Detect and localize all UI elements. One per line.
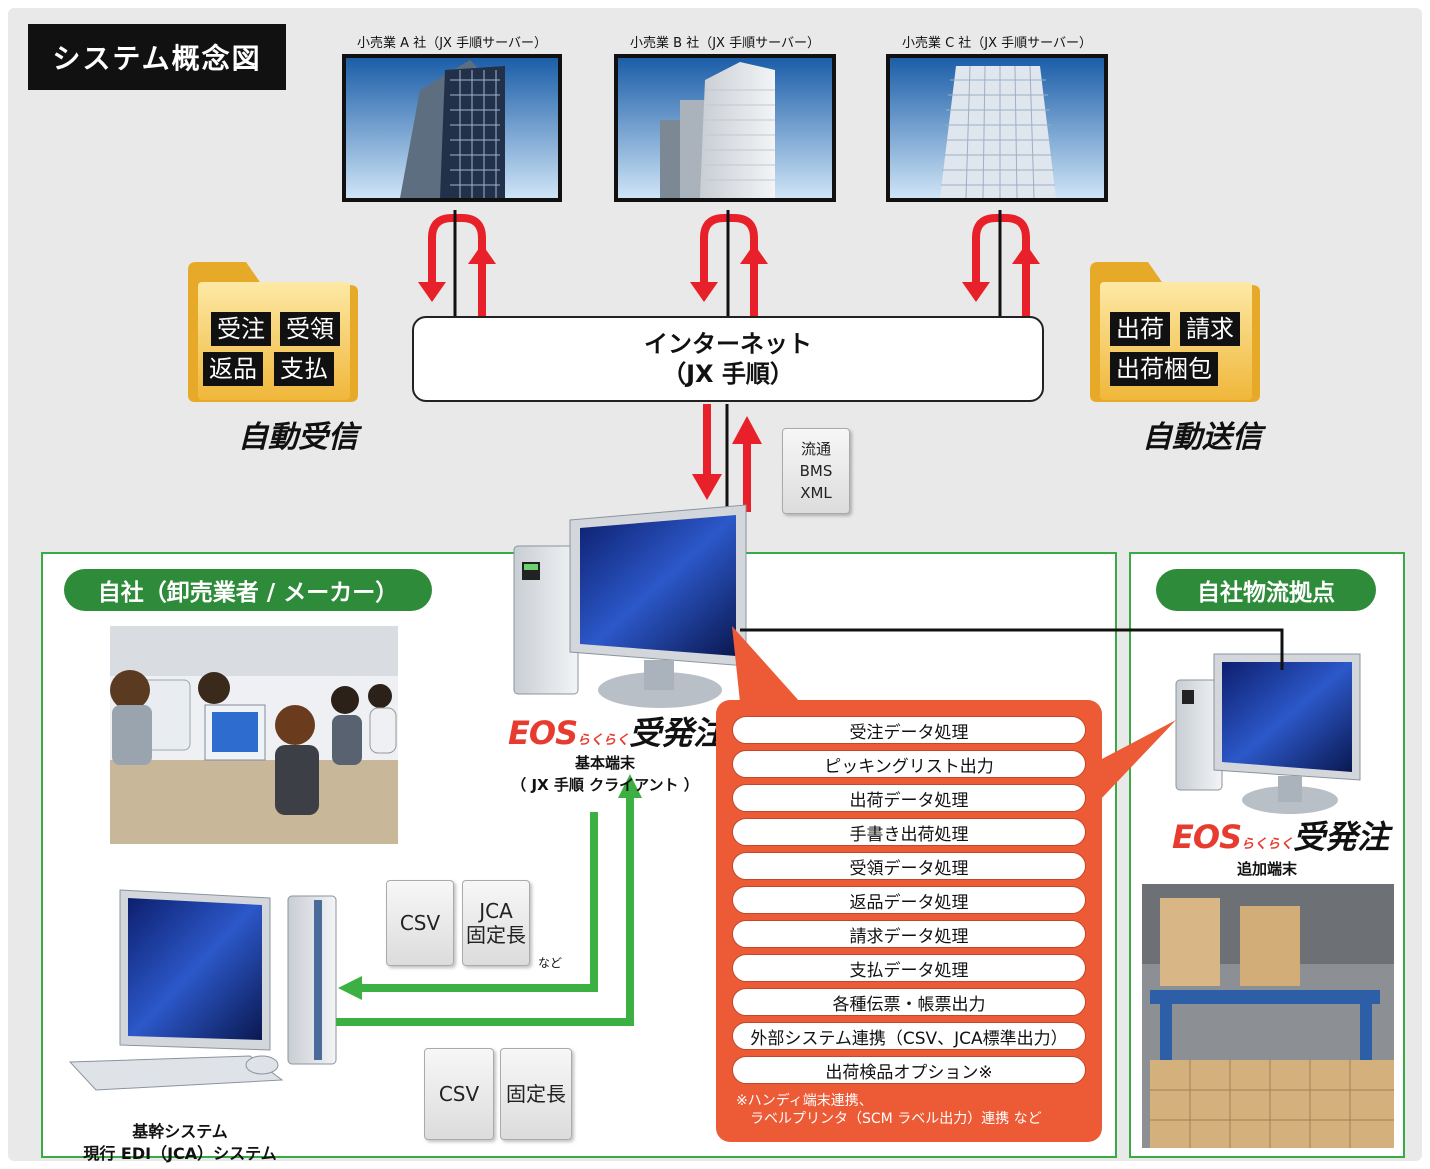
eos-logo-additional: EOSらくらく受発注 — [1172, 812, 1389, 858]
jca-fixed-document: JCA 固定長 — [462, 880, 530, 966]
fixed-length-document: 固定長 — [500, 1048, 572, 1140]
etc-label: など — [538, 956, 563, 970]
send-tag: 出荷梱包 — [1110, 352, 1218, 386]
network-link — [740, 628, 1284, 670]
company-pill: 自社（卸売業者 / メーカー） — [64, 569, 432, 611]
callout-tail-additional — [1100, 720, 1176, 800]
process-item: 返品データ処理 — [732, 886, 1086, 914]
process-item: 各種伝票・帳票出力 — [732, 988, 1086, 1016]
additional-terminal-pc — [1175, 653, 1361, 814]
server-a-label: 小売業 A 社（JX 手順サーバー） — [357, 36, 547, 51]
additional-terminal-label: 追加端末 — [1236, 860, 1297, 878]
bms-xml-document: 流通 BMS XML — [782, 428, 850, 514]
eos-logo-rakuraku: らくらく — [1241, 837, 1294, 852]
office-photo — [110, 626, 398, 844]
red-arrows-internet-terminal — [692, 404, 762, 512]
server-a-image — [342, 54, 562, 202]
green-arrows — [336, 774, 642, 1026]
eos-logo-text: EOS — [1172, 818, 1242, 856]
eos-logo-main: EOSらくらく受発注 — [508, 708, 725, 754]
red-arrowhead — [740, 244, 768, 264]
process-item: 手書き出荷処理 — [732, 818, 1086, 846]
callout-tail-main — [732, 626, 800, 702]
receive-tag: 支払 — [274, 352, 334, 386]
auto-send-label: 自動送信 — [1142, 420, 1262, 455]
receive-tag: 返品 — [203, 352, 263, 386]
bms-doc-line2: XML — [800, 484, 832, 502]
receive-tag: 受注 — [211, 312, 271, 346]
process-item: 受領データ処理 — [732, 852, 1086, 880]
internet-box: インターネット （JX 手順） — [412, 316, 1044, 402]
process-note-line1: ※ハンディ端末連携、 — [736, 1093, 873, 1109]
auto-receive-label: 自動受信 — [238, 420, 358, 455]
red-arrowhead — [418, 282, 446, 302]
internet-protocol: （JX 手順） — [662, 360, 794, 388]
core-system-pc — [68, 889, 337, 1091]
red-arrows-server-b — [700, 210, 758, 316]
process-panel: 受注データ処理 ピッキングリスト出力 出荷データ処理 手書き出荷処理 受領データ… — [716, 700, 1102, 1142]
process-item: 出荷データ処理 — [732, 784, 1086, 812]
red-arrows-server-a — [428, 210, 486, 316]
server-c-image — [886, 54, 1108, 202]
send-tag: 請求 — [1180, 312, 1240, 346]
process-item: 出荷検品オプション※ — [732, 1056, 1086, 1084]
main-terminal-label: 基本端末 — [574, 754, 635, 772]
red-arrowhead — [690, 282, 718, 302]
process-item: 受注データ処理 — [732, 716, 1086, 744]
page-title: システム概念図 — [28, 24, 286, 90]
red-arrowhead — [962, 282, 990, 302]
receive-tag: 受領 — [280, 312, 340, 346]
send-tag: 出荷 — [1110, 312, 1170, 346]
server-b-image — [614, 54, 836, 202]
logistics-pill: 自社物流拠点 — [1156, 569, 1376, 611]
process-item: 外部システム連携（CSV、JCA標準出力） — [732, 1022, 1086, 1050]
jca-doc-line1: JCA — [479, 899, 513, 923]
server-b-label: 小売業 B 社（JX 手順サーバー） — [630, 36, 820, 51]
eos-logo-rakuraku: らくらく — [577, 733, 630, 748]
server-c-label: 小売業 C 社（JX 手順サーバー） — [901, 36, 1093, 51]
warehouse-photo — [1142, 884, 1394, 1148]
process-item: ピッキングリスト出力 — [732, 750, 1086, 778]
process-note-line2: ラベルプリンタ（SCM ラベル出力）連携 など — [736, 1111, 1042, 1127]
eos-logo-product: 受発注 — [629, 714, 726, 752]
main-terminal-subtitle: （ JX 手順 クライアント ） — [511, 776, 699, 794]
process-note: ※ハンディ端末連携、 ラベルプリンタ（SCM ラベル出力）連携 など — [736, 1092, 1042, 1128]
jca-doc-line2: 固定長 — [466, 923, 526, 947]
internet-title: インターネット — [644, 330, 812, 358]
process-item: 支払データ処理 — [732, 954, 1086, 982]
red-arrowhead — [468, 244, 496, 264]
process-item: 請求データ処理 — [732, 920, 1086, 948]
red-arrowhead — [1012, 244, 1040, 264]
main-terminal-pc — [513, 504, 747, 708]
eos-logo-product: 受発注 — [1293, 818, 1390, 856]
eos-logo-text: EOS — [508, 714, 578, 752]
csv-document: CSV — [424, 1048, 494, 1140]
csv-document: CSV — [386, 880, 454, 966]
bms-doc-line1: 流通 BMS — [799, 440, 833, 480]
core-system-subtitle: 現行 EDI（JCA）システム — [83, 1144, 277, 1163]
core-system-label: 基幹システム — [132, 1122, 228, 1141]
red-arrows-server-c — [972, 210, 1030, 316]
